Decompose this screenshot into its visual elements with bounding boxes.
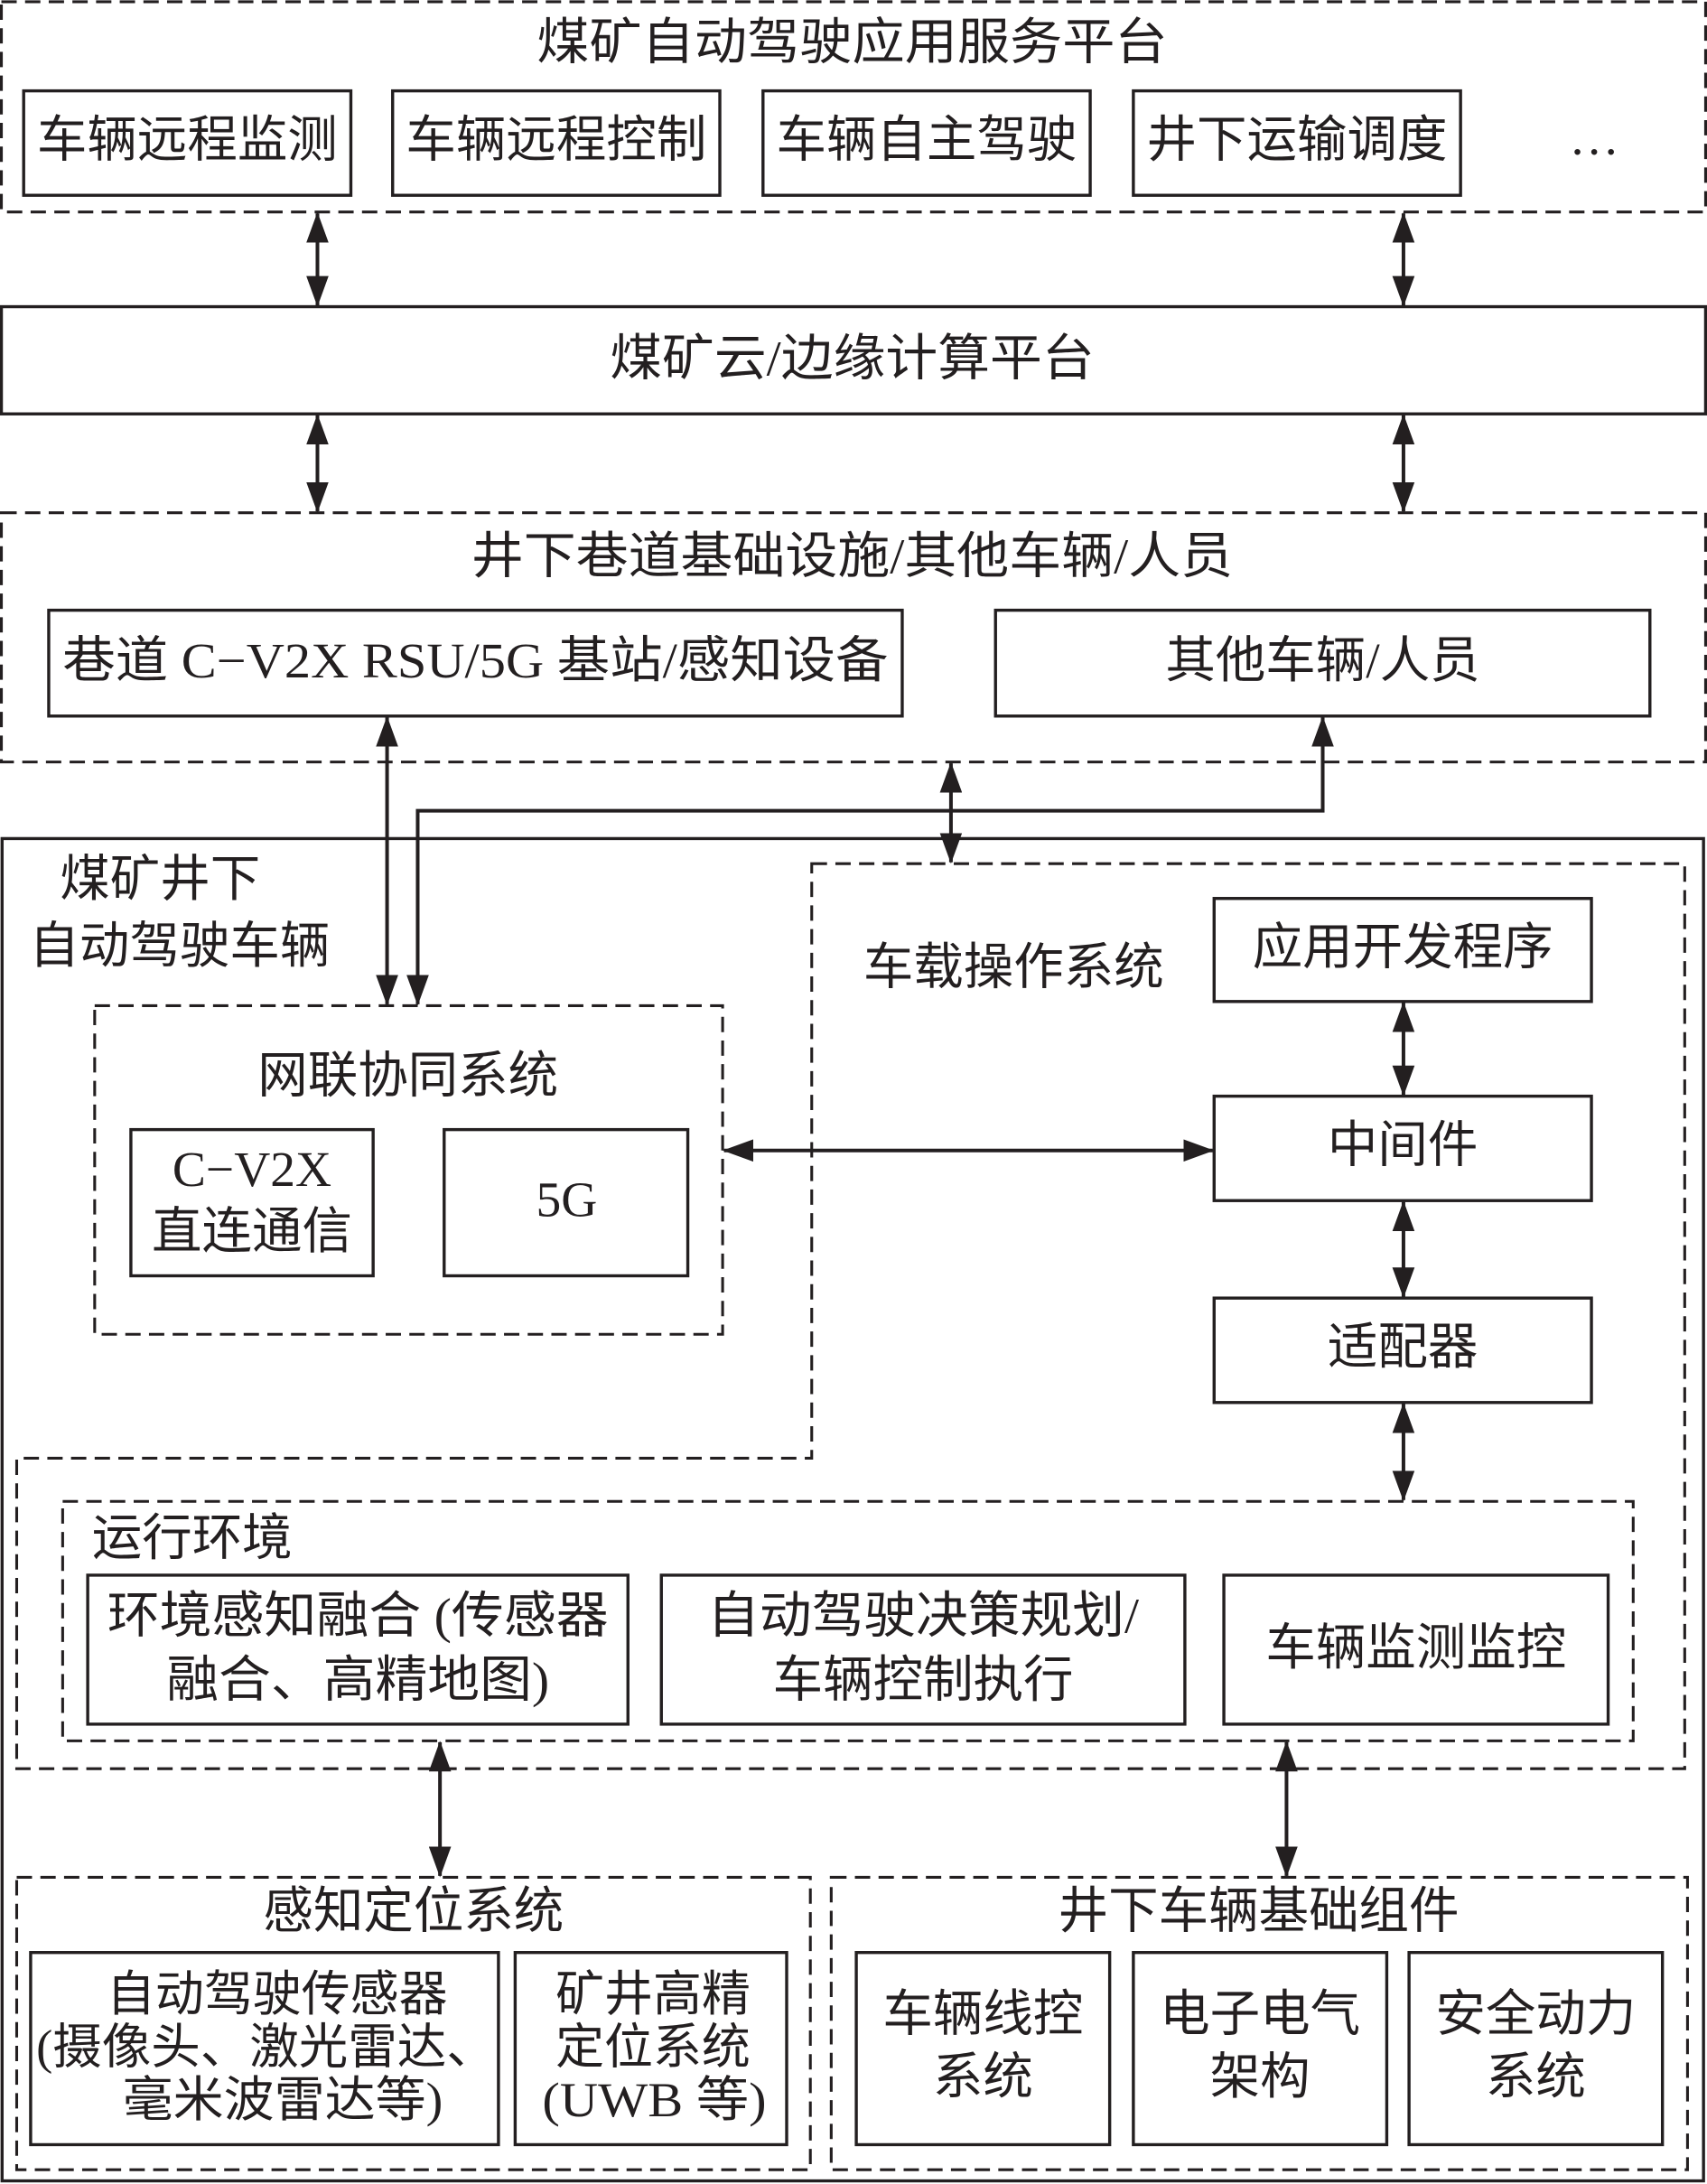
vehicle-monitoring: 车辆监测监控	[1222, 1573, 1610, 1726]
adapter: 适配器	[1212, 1296, 1593, 1405]
middleware: 中间件	[1212, 1094, 1593, 1202]
autonomous-vehicle-title-line-2: 自动驾驶车辆	[29, 919, 330, 975]
app-item-remote-control: 车辆远程控制	[391, 89, 722, 197]
app-item-transport-dispatch: 井下运输调度	[1132, 89, 1462, 197]
app-item-box	[391, 89, 722, 197]
adapter-label: 适配器	[1328, 1321, 1478, 1376]
roadway-devices: 巷道 C−V2X RSU/5G 基站/感知设备	[47, 608, 904, 718]
vehicle-os-title: 车载操作系统	[863, 940, 1164, 995]
cv2x-direct-comm-line-2: 直连通信	[152, 1205, 352, 1260]
connector-arrows	[306, 211, 1415, 1878]
other-vehicles-personnel: 其他车辆/人员	[993, 608, 1652, 718]
arrow-other-vehicles-network	[406, 715, 1334, 1006]
app-item-remote-monitoring: 车辆远程监测	[22, 89, 353, 197]
more-ellipsis: …	[1569, 111, 1618, 166]
perception-fusion-box	[86, 1573, 630, 1726]
perception-positioning-frame	[14, 1875, 812, 2171]
vehicle-base-components: 井下车辆基础组件 车辆线控 系统 电子电气 架构 安全动力 系统	[829, 1875, 1689, 2171]
app-service-platform: 煤矿自动驾驶应用服务平台 车辆远程监测 车辆远程控制 车辆自主驾驶 井下运输调度…	[0, 0, 1707, 214]
app-item-autonomous-driving: 车辆自主驾驶	[761, 89, 1092, 197]
app-item-box	[22, 89, 353, 197]
app-development-label: 应用开发程序	[1253, 921, 1553, 976]
decision-planning-box	[659, 1573, 1187, 1726]
roadway-devices-box	[47, 608, 904, 718]
perception-fusion-line-2: 融合、高精地图)	[166, 1654, 549, 1709]
drive-by-wire-box	[854, 1951, 1112, 2147]
vehicle-os-frame	[14, 862, 1686, 1770]
cloud-edge-platform-title: 煤矿云/边缘计算平台	[610, 332, 1094, 387]
decision-planning: 自动驾驶决策规划/ 车辆控制执行	[659, 1573, 1187, 1726]
safety-power-line-1: 安全动力	[1435, 1988, 1636, 2043]
middleware-label: 中间件	[1328, 1119, 1478, 1174]
mine-positioning-box	[513, 1951, 788, 2147]
positioning-line-1: 矿井高精	[555, 1967, 751, 2021]
app-item-label: 井下运输调度	[1147, 114, 1448, 169]
ee-architecture-line-2: 架构	[1210, 2050, 1311, 2105]
app-item-label: 车辆远程监测	[37, 114, 338, 169]
app-development: 应用开发程序	[1212, 897, 1593, 1003]
vehicle-base-components-frame	[829, 1875, 1689, 2171]
vehicle-base-components-title: 井下车辆基础组件	[1059, 1885, 1460, 1940]
cv2x-direct-comm-box	[129, 1127, 375, 1278]
app-service-platform-title: 煤矿自动驾驶应用服务平台	[536, 16, 1167, 71]
safety-power-system: 安全动力 系统	[1407, 1951, 1665, 2147]
vehicle-monitoring-box	[1222, 1573, 1610, 1726]
sensors-line-2: (摄像头、激光雷达、	[36, 2021, 496, 2075]
mine-positioning-system: 矿井高精 定位系统 (UWB 等)	[513, 1951, 788, 2147]
app-service-platform-frame	[0, 0, 1707, 214]
ee-architecture: 电子电气 架构	[1132, 1951, 1389, 2147]
middleware-box	[1212, 1094, 1593, 1202]
sensors-line-1: 自动驾驶传感器	[107, 1967, 448, 2021]
runtime-environment: 运行环境 环境感知融合 (传感器 融合、高精地图) 自动驾驶决策规划/ 车辆控制…	[61, 1499, 1635, 1742]
app-item-label: 车辆自主驾驶	[776, 114, 1077, 169]
runtime-environment-title: 运行环境	[92, 1511, 293, 1566]
sensors-line-3: 毫米波雷达等)	[123, 2073, 443, 2127]
vehicle-monitoring-label: 车辆监测监控	[1265, 1621, 1566, 1676]
perception-positioning-system: 感知定位系统 自动驾驶传感器 (摄像头、激光雷达、 毫米波雷达等) 矿井高精 定…	[14, 1875, 812, 2171]
app-item-box	[761, 89, 1092, 197]
network-collaboration-system: 网联协同系统 C−V2X 直连通信 5G	[93, 1003, 724, 1336]
app-item-label: 车辆远程控制	[406, 114, 706, 169]
network-collaboration-frame	[93, 1003, 724, 1336]
decision-planning-line-1: 自动驾驶决策规划/	[707, 1590, 1139, 1645]
positioning-line-2: 定位系统	[555, 2021, 751, 2075]
cv2x-direct-comm: C−V2X 直连通信	[129, 1127, 375, 1278]
other-vehicles-personnel-label: 其他车辆/人员	[1165, 634, 1479, 689]
underground-infrastructure-title: 井下巷道基础设施/其他车辆/人员	[471, 530, 1233, 585]
perception-fusion: 环境感知融合 (传感器 融合、高精地图)	[86, 1573, 630, 1726]
autonomous-driving-sensors-box	[29, 1951, 500, 2147]
ee-architecture-box	[1132, 1951, 1389, 2147]
positioning-line-3: (UWB 等)	[542, 2073, 766, 2127]
autonomous-vehicle-title-line-1: 煤矿井下	[60, 853, 260, 908]
underground-infrastructure: 井下巷道基础设施/其他车辆/人员 巷道 C−V2X RSU/5G 基站/感知设备…	[0, 511, 1707, 764]
perception-fusion-line-1: 环境感知融合 (传感器	[107, 1590, 609, 1645]
cloud-edge-platform-box	[0, 304, 1707, 415]
network-collaboration-title: 网联协同系统	[257, 1050, 558, 1105]
other-vehicles-personnel-box	[993, 608, 1652, 718]
app-item-box	[1132, 89, 1462, 197]
drive-by-wire-system: 车辆线控 系统	[854, 1951, 1112, 2147]
runtime-environment-frame	[61, 1499, 1635, 1742]
vehicle-os: 车载操作系统 应用开发程序 中间件 适配器 运行环境 环境感知融合 (传感器 融…	[14, 862, 1686, 1770]
autonomous-driving-sensors: 自动驾驶传感器 (摄像头、激光雷达、 毫米波雷达等)	[29, 1951, 500, 2147]
decision-planning-line-2: 车辆控制执行	[773, 1654, 1074, 1709]
roadway-devices-label: 巷道 C−V2X RSU/5G 基站/感知设备	[62, 634, 888, 689]
fiveg-module-box	[443, 1127, 690, 1278]
safety-power-line-2: 系统	[1486, 2050, 1586, 2105]
cv2x-direct-comm-line-1: C−V2X	[173, 1143, 331, 1198]
cloud-edge-platform: 煤矿云/边缘计算平台	[0, 304, 1707, 415]
ee-architecture-line-1: 电子电气	[1160, 1988, 1360, 2043]
safety-power-box	[1407, 1951, 1665, 2147]
fiveg-module: 5G	[443, 1127, 690, 1278]
perception-positioning-title: 感知定位系统	[263, 1885, 564, 1940]
fiveg-module-label: 5G	[536, 1173, 598, 1228]
drive-by-wire-line-2: 系统	[933, 2050, 1033, 2105]
drive-by-wire-line-1: 车辆线控	[882, 1988, 1083, 2043]
